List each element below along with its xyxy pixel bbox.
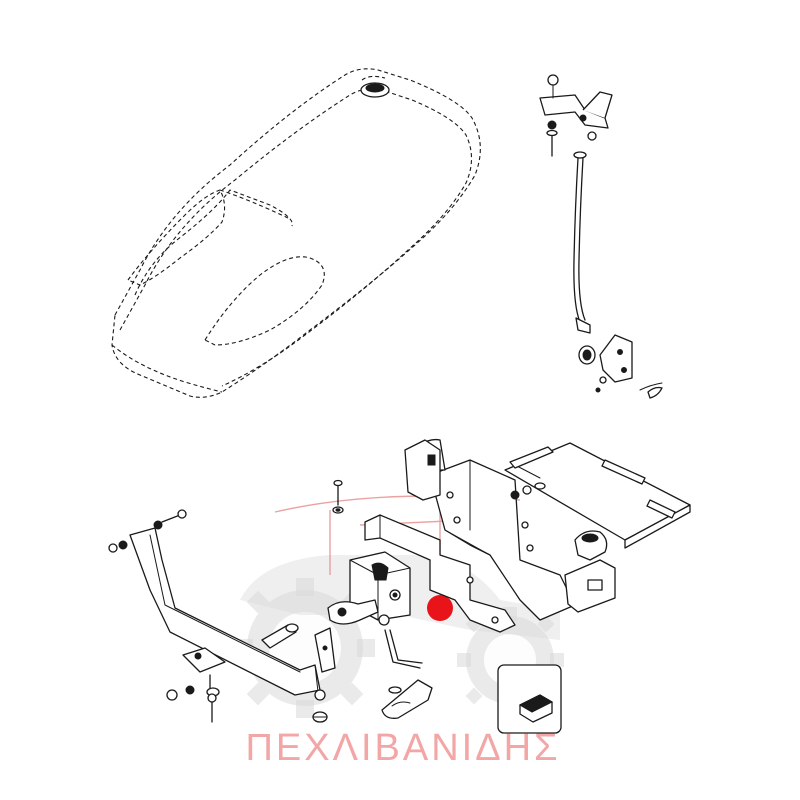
release-lever-icon (378, 614, 433, 719)
top-bracket-icon (539, 74, 613, 129)
seat-knob-icon (360, 75, 390, 98)
watermark-brand-text: ΠΕΧΛΙΒΑΝΙΔΗΣ (245, 727, 560, 769)
rod-icon (573, 151, 591, 334)
seat-adjustment-lever-icon (108, 509, 336, 723)
bolt-stack-icon (546, 120, 597, 157)
tractor-seat-icon (111, 68, 481, 398)
detail-inset-icon (497, 664, 562, 734)
seat-suspension-bracket-icon (404, 438, 691, 621)
latch-bracket-icon (327, 479, 516, 633)
seat-support-rod-icon (539, 74, 663, 399)
watermark-red-dot (427, 595, 453, 621)
bottom-bracket-icon (578, 334, 663, 399)
